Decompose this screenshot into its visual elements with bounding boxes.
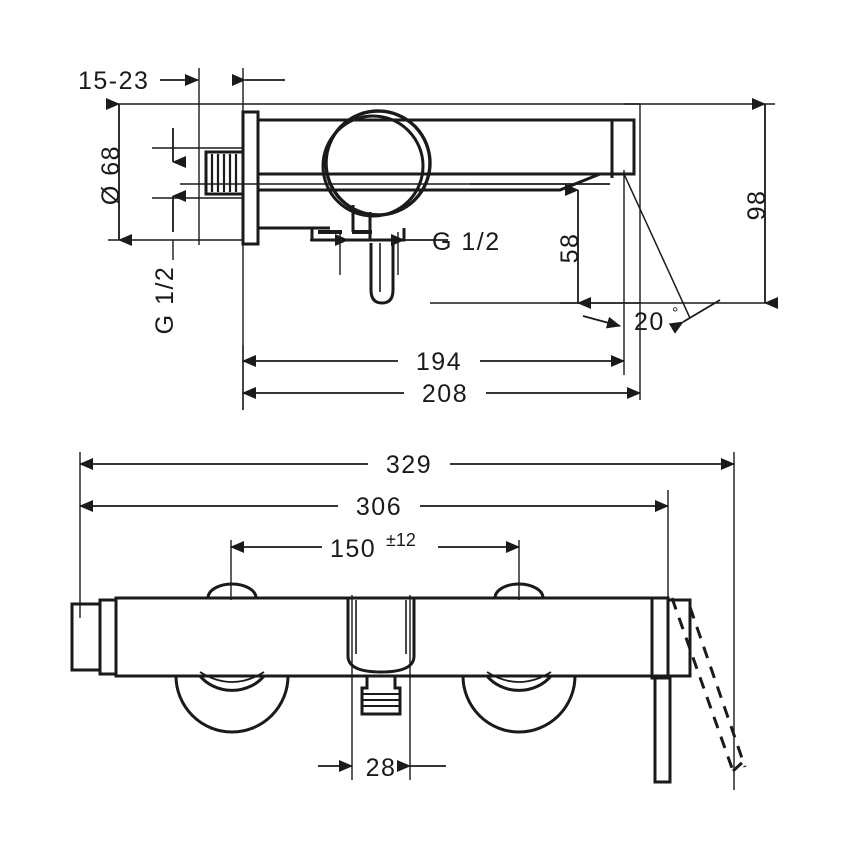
dim-wall-offset: 15-23: [78, 67, 285, 95]
lever-swing-inner: [688, 606, 747, 768]
dim-label-outlet-width: 28: [366, 754, 397, 782]
lever-swing-arc: [670, 597, 747, 773]
dim-overall-depth: 208: [242, 379, 641, 408]
faucet-front-geometry: [70, 596, 692, 680]
degree-symbol-icon: °: [672, 305, 678, 322]
dim-inlet-thread-arrows: G 1/2: [151, 128, 186, 335]
dim-spout-angle: 20 °: [582, 173, 721, 336]
dim-label-overall-width: 329: [386, 451, 432, 479]
shower-outlet-threads: [363, 693, 399, 707]
dim-label-overall-height: 98: [743, 190, 771, 221]
center-block: [346, 598, 416, 674]
dim-label-outlet-thread: G 1/2: [432, 228, 501, 256]
angle-arrow-right: [668, 299, 721, 334]
body-rear-lower: [256, 174, 330, 230]
lever-swing-outer: [670, 597, 735, 772]
escutcheon-right-inner: [485, 675, 553, 692]
escutcheon-left-outer: [174, 675, 290, 734]
dim-label-spout-height: 58: [556, 233, 584, 264]
escutcheon-right-outer: [461, 675, 577, 734]
dim-label-escutcheon-diameter: Ø 68: [97, 145, 125, 205]
dim-inlet-centers: 150 ±12: [230, 530, 520, 563]
dim-escutcheon-diameter: Ø 68: [97, 98, 132, 246]
dim-spout-height: 58: [556, 184, 591, 309]
dim-194-text-bg: [398, 347, 480, 374]
lever-down-position: [653, 676, 672, 784]
spout-underside: [258, 172, 601, 192]
angle-arrow-left: [582, 315, 621, 329]
dim-label-spout-angle: 20: [634, 308, 665, 336]
handle-lever[interactable]: [318, 205, 395, 305]
dim-spout-reach: 194: [242, 347, 625, 376]
dim-306-text-bg: [338, 492, 420, 519]
dim-outlet-thread: G 1/2: [310, 228, 501, 275]
lever-swing-tip: [731, 758, 747, 773]
escutcheon-left-inner: [198, 675, 266, 692]
inlet-nipple: [204, 150, 245, 196]
center-outlet-assembly: [346, 598, 416, 716]
shower-outlet: [360, 676, 402, 716]
lever-arm: [369, 243, 395, 305]
handle-knob-inner: [321, 114, 425, 218]
spout-body: [256, 118, 636, 176]
inlet-right-top-arc: [493, 582, 545, 599]
front-elevation-group: 329 306 150 ±12: [70, 450, 747, 790]
side-extension-lines: [108, 68, 775, 410]
dim-body-width: 306: [79, 492, 669, 521]
escutcheons: [174, 582, 577, 734]
inlet-left-top-arc: [206, 582, 258, 599]
dim-label-inlet-thread: G 1/2: [151, 266, 179, 335]
dim-label-inlet-centers: 150: [330, 535, 376, 563]
dim-208-text-bg: [404, 379, 486, 406]
dim-overall-width: 329: [79, 450, 735, 479]
escutcheon-left-lip: [199, 671, 265, 683]
dim-label-spout-reach: 194: [416, 348, 462, 376]
dim-150-text-bg: [322, 530, 438, 560]
angle-ray: [623, 173, 691, 319]
escutcheon-right-lip: [486, 671, 552, 683]
dim-label-body-width: 306: [356, 493, 402, 521]
dim-label-inlet-tolerance: ±12: [386, 530, 416, 550]
side-elevation-group: 15-23 Ø 68 G 1/2: [78, 67, 778, 410]
dim-outlet-width: 28: [318, 754, 446, 782]
dim-overall-height: 98: [743, 98, 778, 309]
right-end-cap: [666, 598, 692, 678]
dim-329-text-bg: [368, 450, 450, 477]
dim-label-overall-depth: 208: [422, 380, 468, 408]
handle-knob[interactable]: [321, 109, 432, 218]
dim-label-wall-offset: 15-23: [78, 67, 149, 95]
inlet-nipple-threads: [210, 154, 238, 192]
front-lever-handle[interactable]: [653, 676, 672, 784]
